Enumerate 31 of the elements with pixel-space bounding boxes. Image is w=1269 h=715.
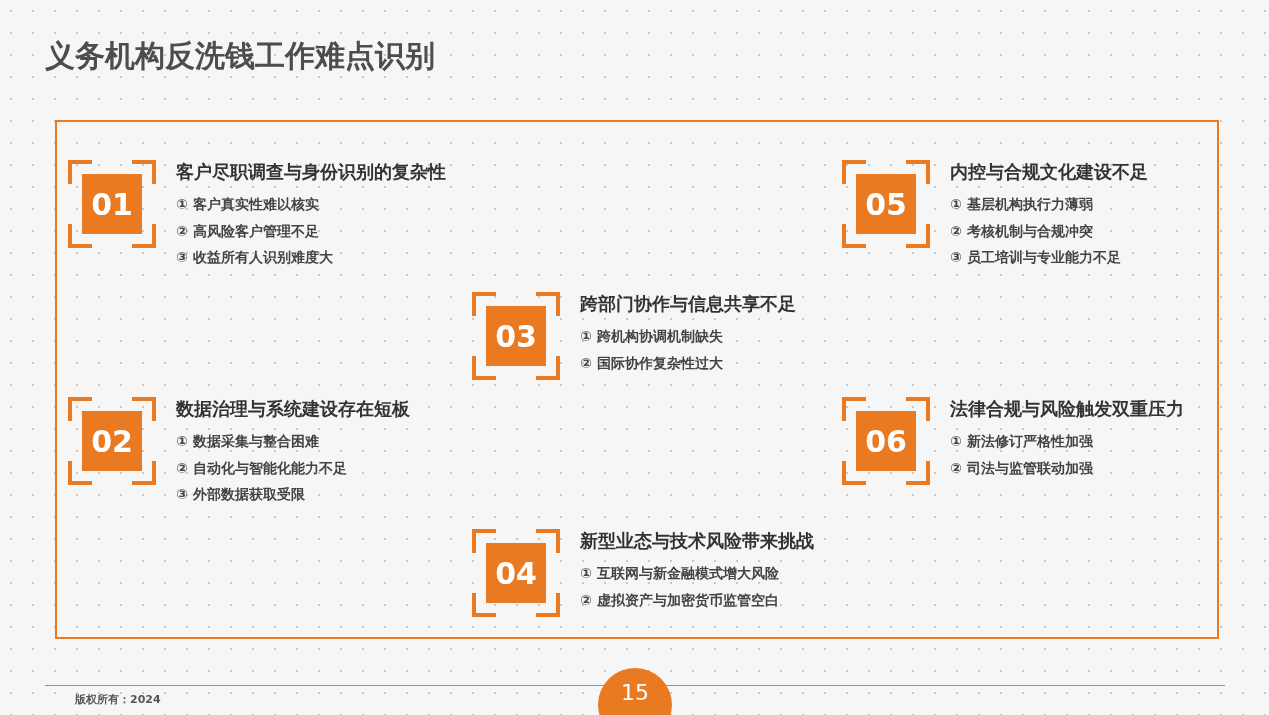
bullet-text: ① 基层机构执行力薄弱 — [950, 196, 1093, 214]
bullet-text: ③ 外部数据获取受限 — [176, 486, 305, 504]
bullet-text: ③ 收益所有人识别难度大 — [176, 249, 333, 267]
item-heading: 客户尽职调查与身份识别的复杂性 — [176, 160, 446, 184]
bullet-text: ① 跨机构协调机制缺失 — [580, 328, 723, 346]
item-heading: 数据治理与系统建设存在短板 — [176, 397, 410, 421]
bullet-text: ② 虚拟资产与加密货币监管空白 — [580, 591, 779, 610]
page-number: 15 — [598, 668, 672, 715]
bullet-text: ② 国际协作复杂性过大 — [580, 354, 723, 373]
bullet-text: ② 自动化与智能化能力不足 — [176, 459, 347, 478]
item-heading: 内控与合规文化建设不足 — [950, 160, 1148, 184]
number-badge: 04 — [486, 543, 546, 603]
copyright-text: 版权所有：2024 — [75, 692, 161, 707]
bullet-text: ③ 员工培训与专业能力不足 — [950, 249, 1121, 267]
number-badge: 05 — [856, 174, 916, 234]
number-badge: 06 — [856, 411, 916, 471]
bullet-text: ① 互联网与新金融模式增大风险 — [580, 565, 779, 583]
number-badge: 02 — [82, 411, 142, 471]
item-heading: 法律合规与风险触发双重压力 — [950, 397, 1184, 421]
bullet-text: ① 客户真实性难以核实 — [176, 196, 319, 214]
item-heading: 跨部门协作与信息共享不足 — [580, 292, 796, 316]
bullet-text: ② 高风险客户管理不足 — [176, 222, 319, 241]
item-heading: 新型业态与技术风险带来挑战 — [580, 529, 814, 553]
bullet-text: ① 新法修订严格性加强 — [950, 433, 1093, 451]
slide-title: 义务机构反洗钱工作难点识别 — [45, 37, 435, 75]
number-badge: 03 — [486, 306, 546, 366]
number-badge: 01 — [82, 174, 142, 234]
bullet-text: ② 考核机制与合规冲突 — [950, 222, 1093, 241]
bullet-text: ① 数据采集与整合困难 — [176, 433, 319, 451]
content-frame — [55, 120, 1219, 639]
bullet-text: ② 司法与监管联动加强 — [950, 459, 1093, 478]
